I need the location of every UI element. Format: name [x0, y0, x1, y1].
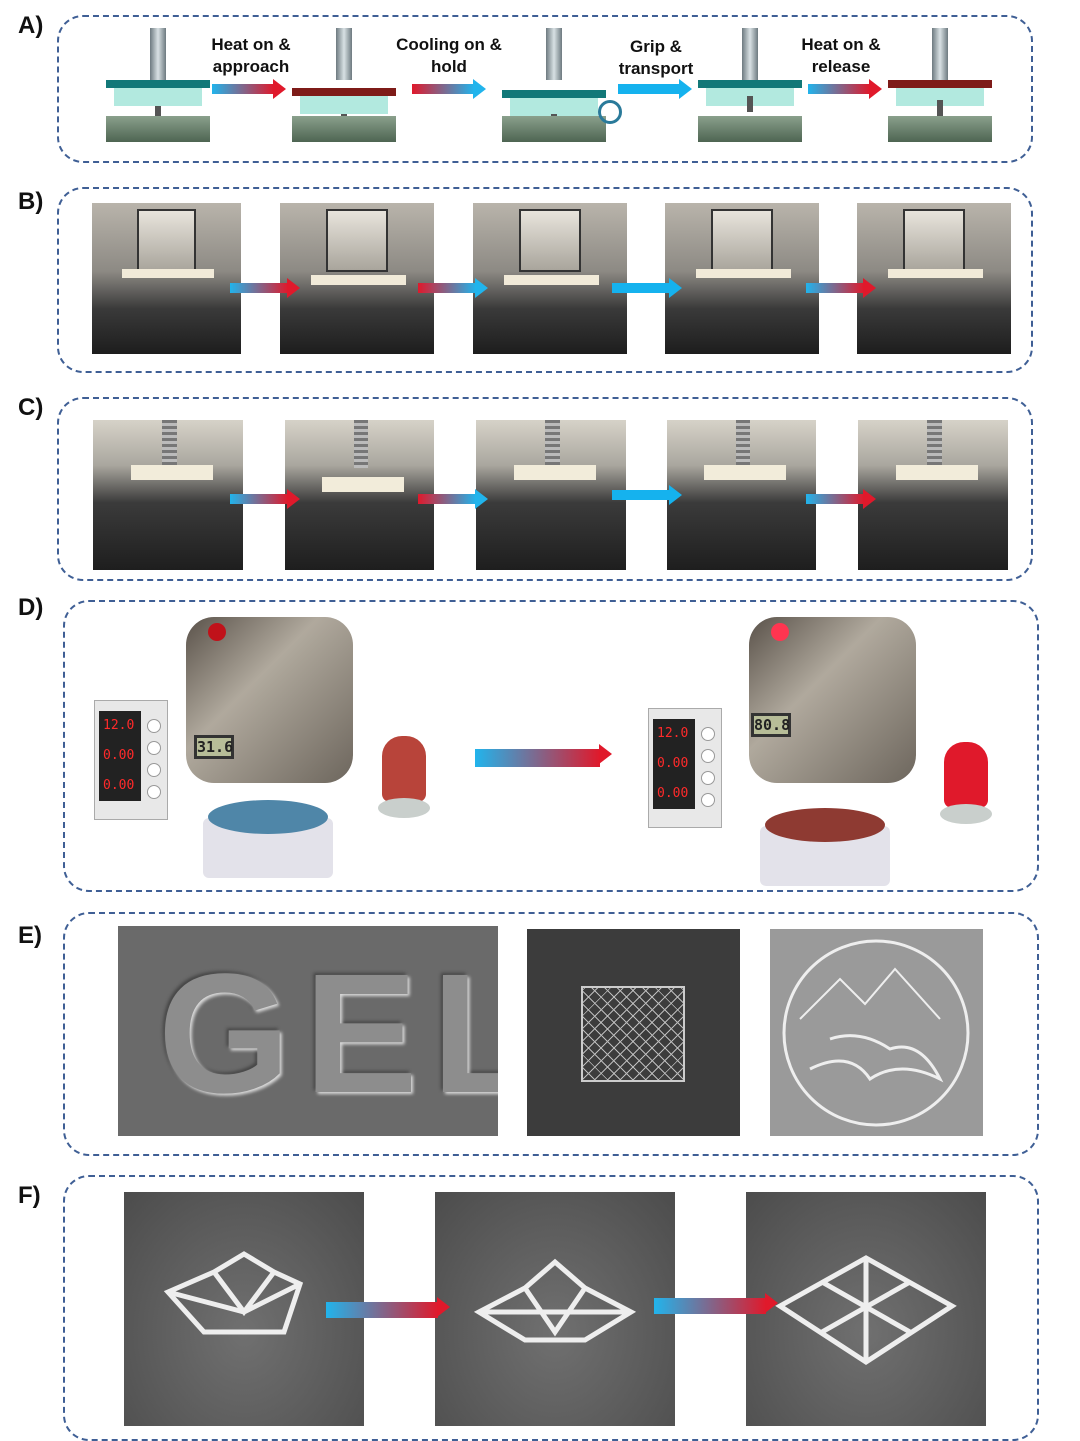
panel-d-frame: [63, 600, 1039, 892]
heat-arrow: [230, 489, 300, 509]
panel-label-c: C): [18, 394, 44, 421]
cool-arrow: [412, 79, 486, 99]
thermometer-photo-after: 80.8: [749, 617, 916, 783]
power-supply: 12.0 0.00 0.00: [648, 708, 722, 828]
heat-arrow: [475, 744, 612, 767]
fan-icon: [598, 100, 622, 124]
hot-plate: [760, 808, 890, 886]
gripper-photo: [280, 203, 434, 354]
heat-arrow: [326, 1297, 450, 1318]
origami-flat-photo: [746, 1192, 986, 1426]
panel-f-frame: [63, 1175, 1039, 1441]
origami-boat-photo: [124, 1192, 364, 1426]
temperature-display: 80.8: [751, 713, 791, 737]
step-label: Cooling on &hold: [396, 35, 502, 76]
heat-arrow: [230, 278, 300, 298]
origami-unfolding-photo: [435, 1192, 675, 1426]
panel-a-frame: [57, 15, 1033, 163]
thermometer-photo-before: 31.6: [186, 617, 353, 783]
press-schematic: [698, 28, 802, 148]
press-schematic: [888, 28, 992, 148]
heat-arrow: [654, 1293, 778, 1314]
heat-arrow: [806, 489, 876, 509]
heat-arrow: [806, 278, 876, 298]
panel-label-e: E): [18, 922, 42, 949]
hot-plate: [203, 800, 333, 878]
cool-arrow: [418, 489, 488, 509]
voltage-readout: 12.0: [657, 726, 689, 741]
panel-label-f: F): [18, 1182, 41, 1209]
ball-pick-photo: [667, 420, 816, 570]
ball-pick-photo: [285, 420, 434, 570]
gripper-photo: [473, 203, 627, 354]
gripper-photo: [665, 203, 819, 354]
press-schematic: [292, 28, 396, 148]
temperature-display: 31.6: [194, 735, 234, 759]
panel-c-frame: [57, 397, 1033, 581]
panel-e-frame: [63, 912, 1039, 1156]
current-readout: 0.00: [103, 748, 135, 763]
panel-b-frame: [57, 187, 1033, 373]
lamp-on: [940, 742, 992, 826]
transport-arrow: [612, 485, 682, 505]
heat-arrow: [808, 79, 882, 99]
ball-pick-photo: [93, 420, 243, 570]
current-readout: 0.00: [657, 756, 689, 771]
press-schematic: [106, 28, 210, 148]
power-supply: 12.0 0.00 0.00: [94, 700, 168, 820]
transport-arrow: [618, 79, 692, 99]
gel-letters: GEL: [158, 939, 498, 1129]
power-readout: 0.00: [657, 786, 689, 801]
gel-letters-photo: GEL: [118, 926, 498, 1136]
gripper-photo: [92, 203, 241, 354]
lattice-print-photo: [527, 929, 740, 1136]
step-label: Heat on &approach: [211, 35, 291, 76]
cool-arrow: [418, 278, 488, 298]
ball-pick-photo: [858, 420, 1008, 570]
panel-label-a: A): [18, 12, 44, 39]
horse-emblem-photo: [770, 929, 983, 1136]
transport-arrow: [612, 278, 682, 298]
lamp-off: [378, 736, 430, 820]
panel-label-d: D): [18, 594, 44, 621]
press-schematic: [502, 28, 606, 148]
power-readout: 0.00: [103, 778, 135, 793]
ball-pick-photo: [476, 420, 626, 570]
step-label: Grip &transport: [618, 37, 694, 78]
step-label: Heat on &release: [801, 35, 881, 76]
heat-arrow: [212, 79, 286, 99]
panel-label-b: B): [18, 188, 44, 215]
horse-emblem-drawing: [782, 939, 970, 1127]
gripper-photo: [857, 203, 1011, 354]
voltage-readout: 12.0: [103, 718, 135, 733]
